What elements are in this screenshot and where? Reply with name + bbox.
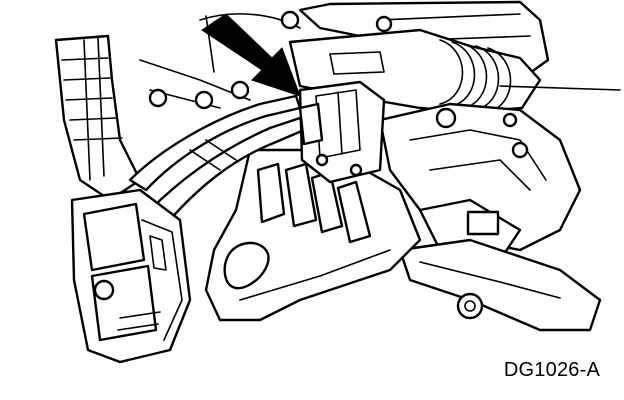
lower-connector	[70, 188, 192, 364]
right-bracket	[378, 102, 582, 262]
bolts	[148, 10, 518, 128]
lower-housing	[398, 238, 602, 332]
mounting-plate	[204, 148, 422, 322]
switch-connector	[298, 80, 386, 184]
callout-arrow-icon	[201, 13, 301, 97]
figure-part-number: DG1026-A	[503, 359, 600, 381]
